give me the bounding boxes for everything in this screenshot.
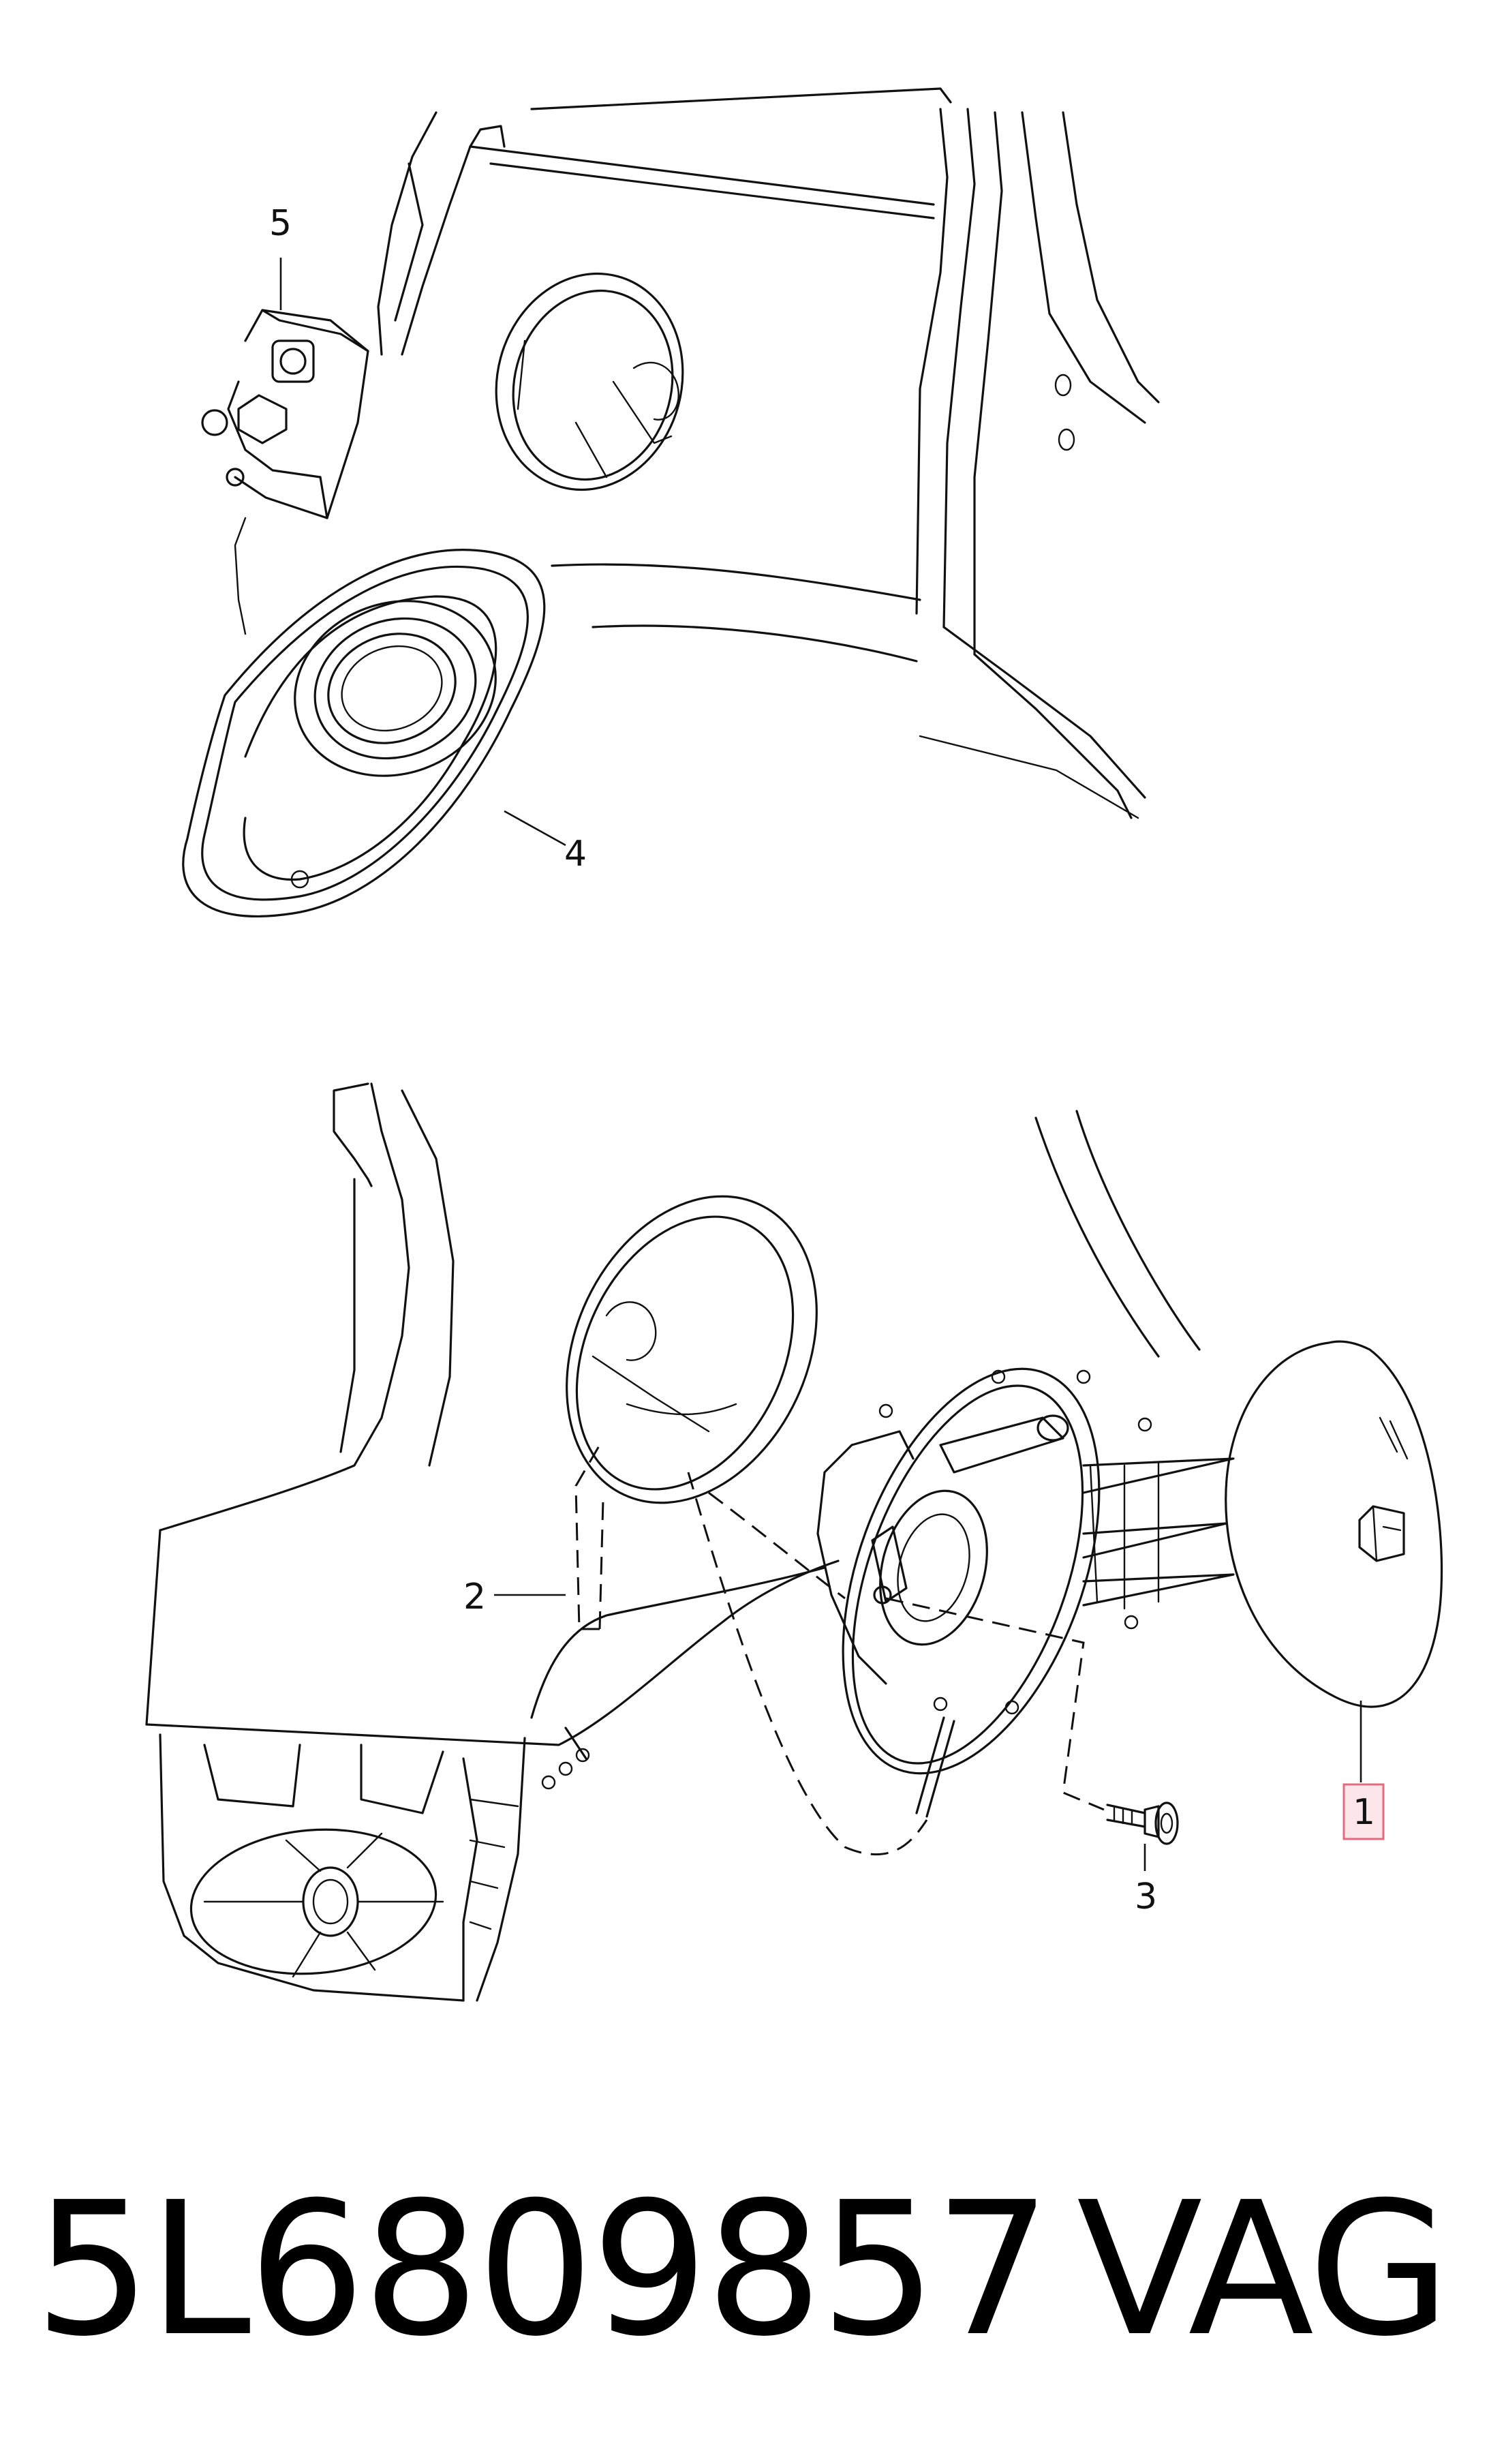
part-number-caption: 5L6809857 (34, 2162, 1051, 2377)
fuel-flap-part-1 (1225, 1340, 1443, 1708)
callout-2: 2 (463, 1577, 486, 1617)
callout-1: 1 (1353, 1792, 1375, 1833)
actuator-part-5 (201, 309, 369, 635)
callout-4: 4 (564, 834, 587, 874)
filler-housing (816, 1367, 1235, 1818)
dashed-assembly-lines (574, 1444, 1105, 1856)
lower-body-panel (145, 1082, 1201, 2002)
callout-5: 5 (269, 203, 292, 244)
upper-body-panel (377, 87, 1160, 819)
callout-3: 3 (1135, 1876, 1157, 1917)
screw-part-3 (1106, 1801, 1179, 1845)
callout-1-highlight (1342, 1783, 1385, 1840)
seal-part-4 (182, 549, 546, 917)
brand-caption: VAG (1077, 2162, 1451, 2377)
leader-lines (279, 258, 1362, 1871)
